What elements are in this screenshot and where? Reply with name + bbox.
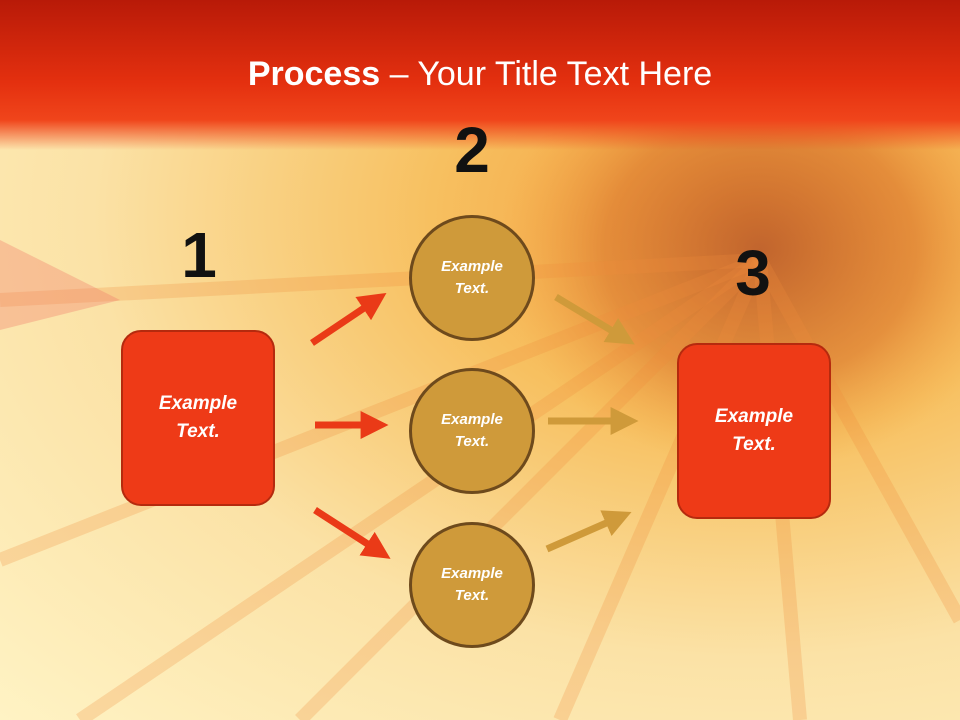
slide-title: Process – Your Title Text Here (0, 55, 960, 94)
step-number-2: 2 (454, 114, 490, 186)
arrow-to-circle-1 (310, 292, 387, 346)
step-3-box-text: Example Text. (714, 405, 794, 456)
arrow-from-circle-1 (554, 294, 635, 345)
title-rest: – Your Title Text Here (380, 55, 713, 93)
title-bold: Process (247, 55, 381, 93)
arrow-to-circle-3 (313, 507, 391, 559)
step-2-circle-3: Example Text. (409, 522, 535, 648)
step-number-3: 3 (735, 237, 771, 309)
step-number-1: 1 (181, 219, 217, 291)
circle-1-text: Example Text. (441, 257, 503, 298)
step-1-box-text: Example Text. (158, 392, 238, 443)
step-3-box: Example Text. (677, 343, 831, 519)
title-band (0, 0, 960, 150)
step-2-circle-1: Example Text. (409, 215, 535, 341)
step-1-box: Example Text. (121, 330, 275, 506)
circle-2-text: Example Text. (441, 410, 503, 451)
circle-3-text: Example Text. (441, 564, 503, 605)
step-2-circle-2: Example Text. (409, 368, 535, 494)
arrow-from-circle-3 (545, 510, 632, 553)
